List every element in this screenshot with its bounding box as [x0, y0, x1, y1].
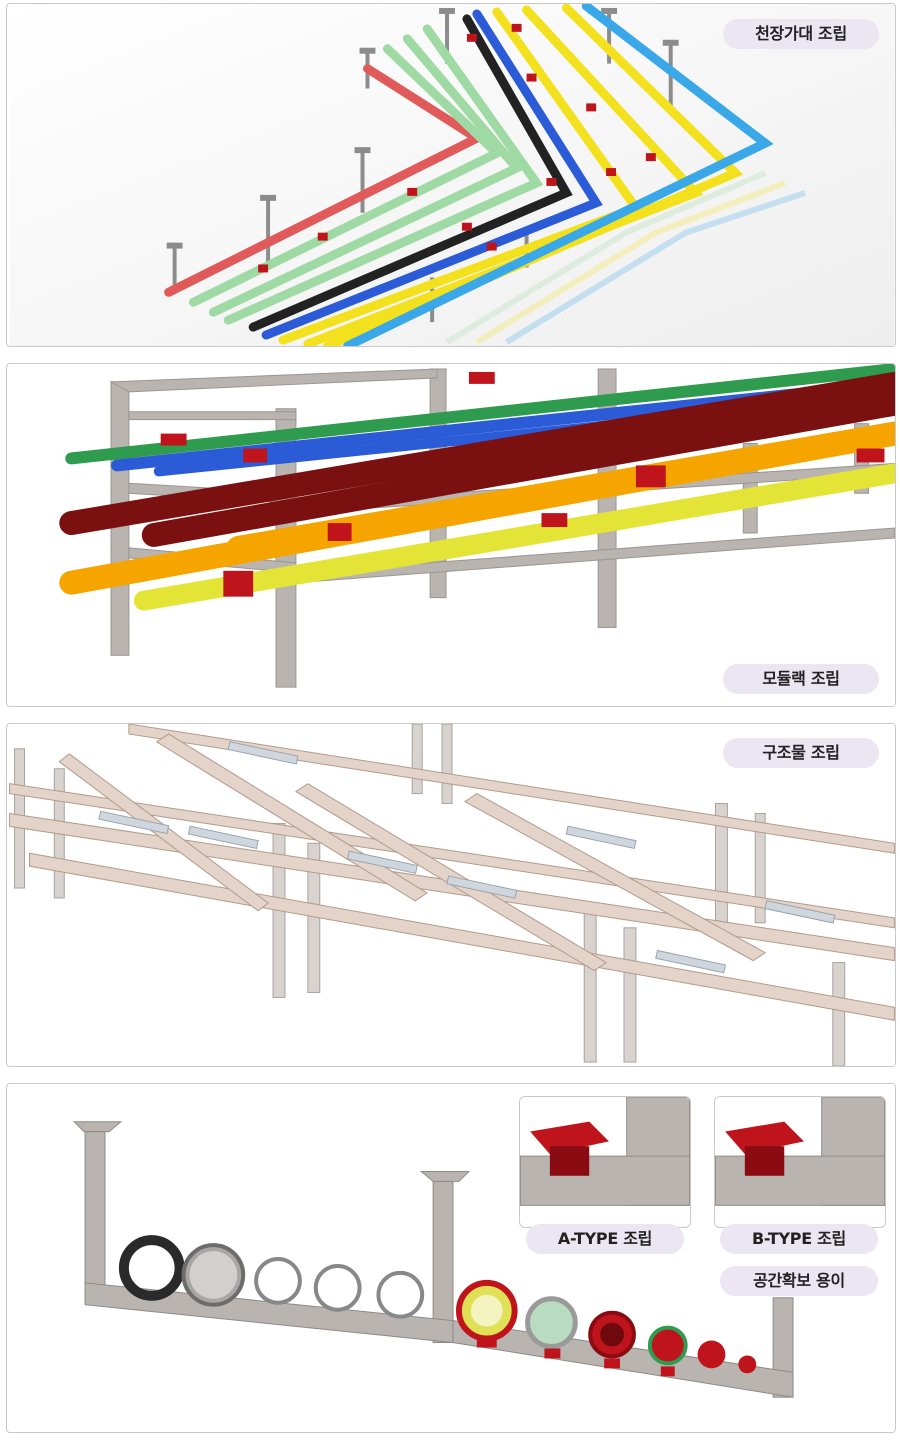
b-type-label: B-TYPE 조립 — [720, 1224, 878, 1254]
clamp-bases — [476, 1337, 675, 1377]
structure-panel: 구조물 조립 — [6, 723, 896, 1067]
ceiling-hanger-panel: 천장가대 조립 — [6, 3, 896, 347]
ceiling-hanger-label: 천장가대 조립 — [723, 19, 879, 49]
rack-pipes — [59, 364, 895, 611]
ceiling-pipe-illustration — [9, 4, 895, 346]
structure-label: 구조물 조립 — [723, 738, 879, 768]
a-type-label: A-TYPE 조립 — [526, 1224, 684, 1254]
module-rack-label: 모듈랙 조립 — [723, 664, 879, 694]
a-type-detail-inset — [519, 1096, 691, 1228]
pipe-clamp-row-1 — [118, 1235, 425, 1319]
a-type-detail-image — [520, 1097, 690, 1227]
rack-clamps — [160, 371, 885, 597]
support-clamp-panel: A-TYPE 조립 B-TYPE 조립 공간확보 용이 — [6, 1083, 896, 1433]
b-type-detail-image — [715, 1097, 885, 1227]
module-rack-panel: 모듈랙 조립 — [6, 363, 896, 707]
module-rack-illustration — [9, 364, 895, 706]
space-saving-label: 공간확보 용이 — [720, 1266, 878, 1296]
support-frame — [72, 1121, 794, 1398]
pipe-clamps — [258, 23, 656, 273]
pipe-runs — [164, 4, 774, 346]
structure-crossbars — [98, 741, 836, 974]
structure-illustration — [9, 724, 895, 1066]
pipe-clamp-row-2 — [455, 1279, 757, 1374]
b-type-detail-inset — [714, 1096, 886, 1228]
